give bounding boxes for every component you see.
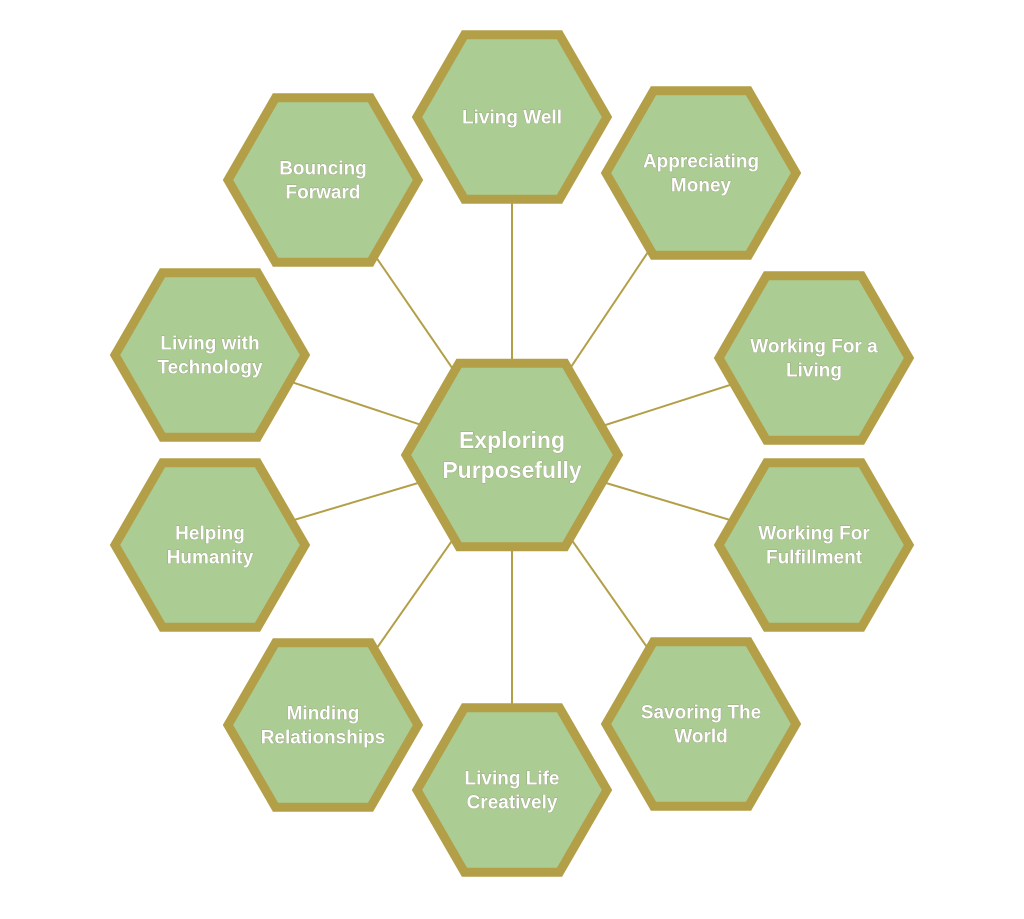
hexagon-shape	[600, 86, 802, 260]
hex-label-line: Exploring	[459, 427, 565, 453]
hex-label-line: Relationships	[261, 728, 386, 749]
hex-label-line: Purposefully	[442, 457, 582, 483]
hexagon-shape	[222, 638, 424, 812]
hex-label-line: World	[674, 727, 727, 748]
hex-label-line: Creatively	[467, 793, 558, 814]
hexagon-shape	[109, 268, 311, 442]
hex-label-line: Living with	[160, 334, 259, 355]
hexagon-shape	[109, 458, 311, 632]
hex-label-line: Living Well	[462, 108, 562, 129]
hex-label-line: Technology	[157, 358, 263, 379]
hex-label-living-well: Living Well	[462, 108, 562, 129]
hex-label-line: Humanity	[167, 548, 254, 569]
hexagon-shape	[713, 458, 915, 632]
hexagon-shape	[400, 358, 624, 552]
hex-label-line: Helping	[175, 524, 245, 545]
hex-label-line: Savoring The	[641, 703, 761, 724]
hexagon-shape	[411, 703, 613, 877]
hexagon-shape	[411, 30, 613, 204]
hex-label-line: Working For	[758, 524, 870, 545]
hex-label-line: Living Life	[465, 769, 560, 790]
hex-label-line: Money	[671, 176, 732, 197]
hex-label-line: Forward	[286, 183, 361, 204]
hex-label-line: Working For a	[750, 337, 878, 358]
hexagon-shape	[222, 93, 424, 267]
hex-node-living-well: Living Well	[411, 30, 613, 204]
hex-label-line: Appreciating	[643, 152, 759, 173]
hex-node-working-for-a-living: Working For a Living	[713, 271, 915, 445]
hex-label-line: Bouncing	[279, 159, 367, 180]
hex-label-line: Living	[786, 361, 842, 382]
hexagon-shape	[600, 637, 802, 811]
hex-label-line: Minding	[287, 704, 360, 725]
hex-label-line: Fulfillment	[766, 548, 863, 569]
hexagon-shape	[713, 271, 915, 445]
hex-label-working-for-a-living: Working For a Living	[750, 337, 878, 382]
